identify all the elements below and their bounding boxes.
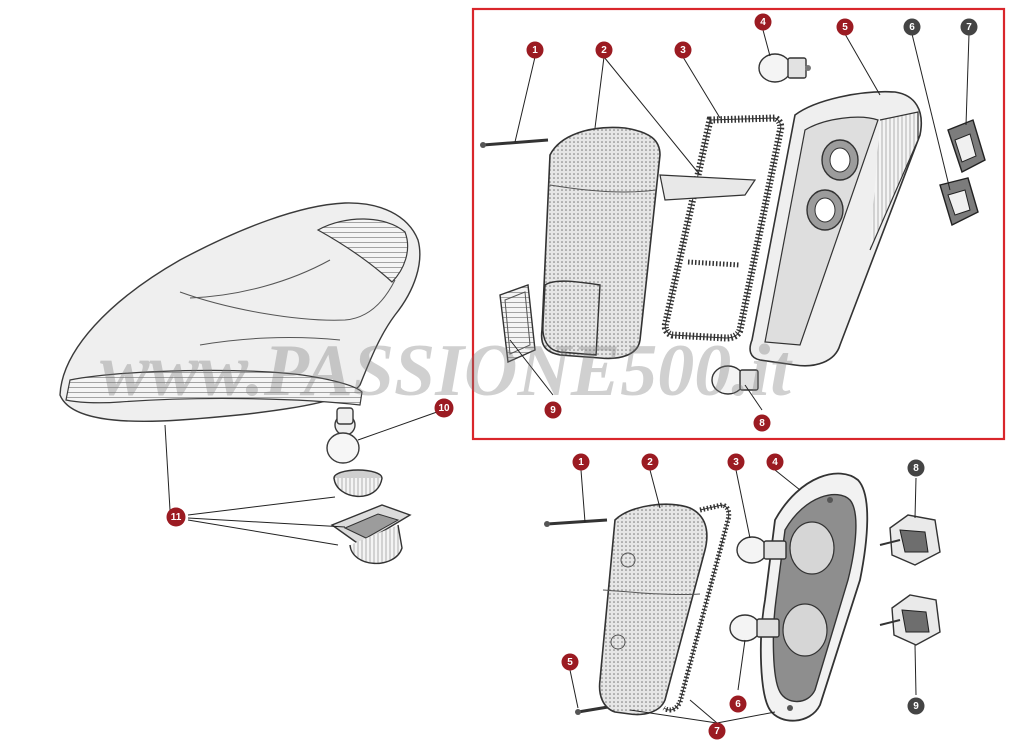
callout-top-3: 3 xyxy=(674,41,692,59)
callout-number: 8 xyxy=(913,463,919,474)
callout-top-8: 8 xyxy=(753,414,771,432)
bottom-gasket xyxy=(662,502,732,713)
callout-number: 7 xyxy=(714,726,720,737)
callout-number: 4 xyxy=(772,457,778,468)
callout-circle xyxy=(561,653,579,671)
bottom-socket-8 xyxy=(879,514,941,566)
top-leader-lines xyxy=(509,29,970,411)
callout-circle xyxy=(674,41,692,59)
top-reflector-9 xyxy=(499,284,536,364)
callout-number: 9 xyxy=(913,701,919,712)
top-socket-6 xyxy=(939,177,979,226)
callout-circle xyxy=(907,697,925,715)
callout-top-7: 7 xyxy=(960,18,978,36)
top-lens-2 xyxy=(540,126,661,360)
bottom-base-4 xyxy=(759,472,869,722)
callout-number: 7 xyxy=(966,22,972,33)
watermark-text: www.PASSIONE500.it xyxy=(100,330,793,412)
callout-bottom-6: 6 xyxy=(729,695,747,713)
callout-number: 4 xyxy=(760,17,766,28)
callout-circle xyxy=(572,453,590,471)
callout-circle xyxy=(903,18,921,36)
callout-number: 8 xyxy=(759,418,765,429)
callout-bottom-9: 9 xyxy=(907,697,925,715)
mudguard-drawing xyxy=(59,202,421,422)
bottom-bulb-6 xyxy=(729,614,780,642)
callout-number: 3 xyxy=(733,457,739,468)
callout-circle xyxy=(166,507,186,527)
top-bulb-8 xyxy=(711,365,759,395)
callout-number: 1 xyxy=(578,457,584,468)
left-leader-lines xyxy=(164,411,438,546)
callout-bottom-3: 3 xyxy=(727,453,745,471)
callout-circle xyxy=(766,453,784,471)
callout-number: 2 xyxy=(601,45,607,56)
callout-top-5: 5 xyxy=(836,18,854,36)
callout-circle xyxy=(753,414,771,432)
callout-circle xyxy=(729,695,747,713)
callout-number: 6 xyxy=(909,22,915,33)
highlight-frame xyxy=(471,7,1006,441)
callout-number: 5 xyxy=(842,22,848,33)
top-socket-7 xyxy=(947,119,986,174)
callout-bottom-2: 2 xyxy=(641,453,659,471)
callout-top-9: 9 xyxy=(544,401,562,419)
callout-number: 10 xyxy=(438,403,450,414)
callout-bottom-1: 1 xyxy=(572,453,590,471)
callout-number: 2 xyxy=(647,457,653,468)
callout-circle xyxy=(727,453,745,471)
callout-number: 6 xyxy=(735,699,741,710)
callout-bottom-5: 5 xyxy=(561,653,579,671)
bottom-screw-1 xyxy=(544,518,608,527)
callout-bottom-4: 4 xyxy=(766,453,784,471)
callout-circle xyxy=(836,18,854,36)
callout-number: 11 xyxy=(171,512,182,523)
bottom-screw-5 xyxy=(575,705,609,715)
lamp-housing-11 xyxy=(330,469,412,565)
callout-top-1: 1 xyxy=(526,41,544,59)
bottom-socket-9 xyxy=(879,594,941,646)
callout-left-10: 10 xyxy=(434,398,454,418)
callout-circle xyxy=(526,41,544,59)
top-housing-5 xyxy=(749,90,922,367)
top-screw-1 xyxy=(480,138,549,148)
callout-number: 1 xyxy=(532,45,538,56)
bottom-bulb-3 xyxy=(736,536,787,564)
callout-top-4: 4 xyxy=(754,13,772,31)
callout-number: 5 xyxy=(567,657,573,668)
callout-top-2: 2 xyxy=(595,41,613,59)
lamp-bulb-10 xyxy=(326,407,360,464)
bottom-lens-2 xyxy=(598,503,708,716)
callout-bottom-8: 8 xyxy=(907,459,925,477)
top-bulb-4 xyxy=(758,53,811,83)
callout-circle xyxy=(960,18,978,36)
bottom-leader-lines xyxy=(569,469,917,724)
callout-circle xyxy=(544,401,562,419)
callout-circle xyxy=(595,41,613,59)
callout-circle xyxy=(754,13,772,31)
callout-circle xyxy=(708,722,726,740)
callout-circle xyxy=(907,459,925,477)
callout-bottom-7: 7 xyxy=(708,722,726,740)
callout-circle xyxy=(434,398,454,418)
callout-left-11: 11 xyxy=(166,507,186,527)
callout-circle xyxy=(641,453,659,471)
top-gasket-3 xyxy=(659,114,785,342)
callout-number: 3 xyxy=(680,45,686,56)
callout-number: 9 xyxy=(550,405,556,416)
callout-top-6: 6 xyxy=(903,18,921,36)
